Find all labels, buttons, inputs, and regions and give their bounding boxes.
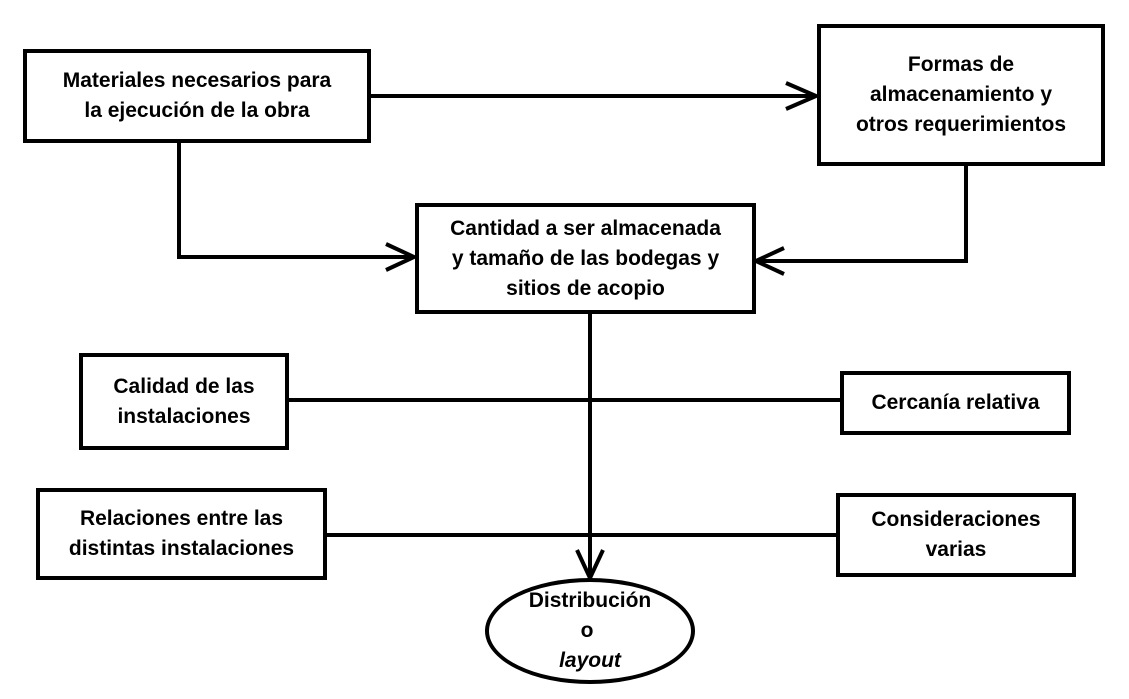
node-distribucion-italic: layout	[559, 649, 621, 672]
arrowhead-cantidad-left	[385, 242, 419, 272]
node-formas: Formas de almacenamiento y otros requeri…	[817, 24, 1105, 166]
edge-formas-cantidad	[756, 165, 968, 263]
node-distribucion: Distribución o layout	[485, 578, 695, 684]
node-consideraciones: Consideraciones varias	[836, 493, 1076, 577]
arrowhead-cantidad-right	[751, 246, 785, 276]
node-cercania-label: Cercanía relativa	[871, 391, 1040, 414]
node-materiales-label: Materiales necesarios para la ejecución …	[62, 69, 332, 122]
node-calidad-label: Calidad de las instalaciones	[113, 374, 255, 428]
node-relaciones: Relaciones entre las distintas instalaci…	[36, 488, 327, 580]
node-distribucion-line2: o layout	[559, 616, 621, 676]
edge-materiales-cantidad	[177, 141, 414, 259]
arrowhead-formas	[785, 81, 822, 111]
node-cantidad: Cantidad a ser almacenada y tamaño de la…	[415, 203, 756, 314]
node-formas-label: Formas de almacenamiento y otros requeri…	[855, 53, 1067, 136]
node-consideraciones-label: Consideraciones varias	[871, 508, 1041, 561]
node-distribucion-line1: Distribución	[528, 589, 652, 612]
node-cercania: Cercanía relativa	[840, 371, 1071, 435]
node-relaciones-label: Relaciones entre las distintas instalaci…	[68, 507, 295, 560]
node-materiales: Materiales necesarios para la ejecución …	[23, 49, 371, 143]
node-cantidad-label: Cantidad a ser almacenada y tamaño de la…	[450, 216, 721, 300]
node-distribucion-prefix: o	[580, 619, 600, 642]
node-calidad: Calidad de las instalaciones	[79, 353, 289, 450]
